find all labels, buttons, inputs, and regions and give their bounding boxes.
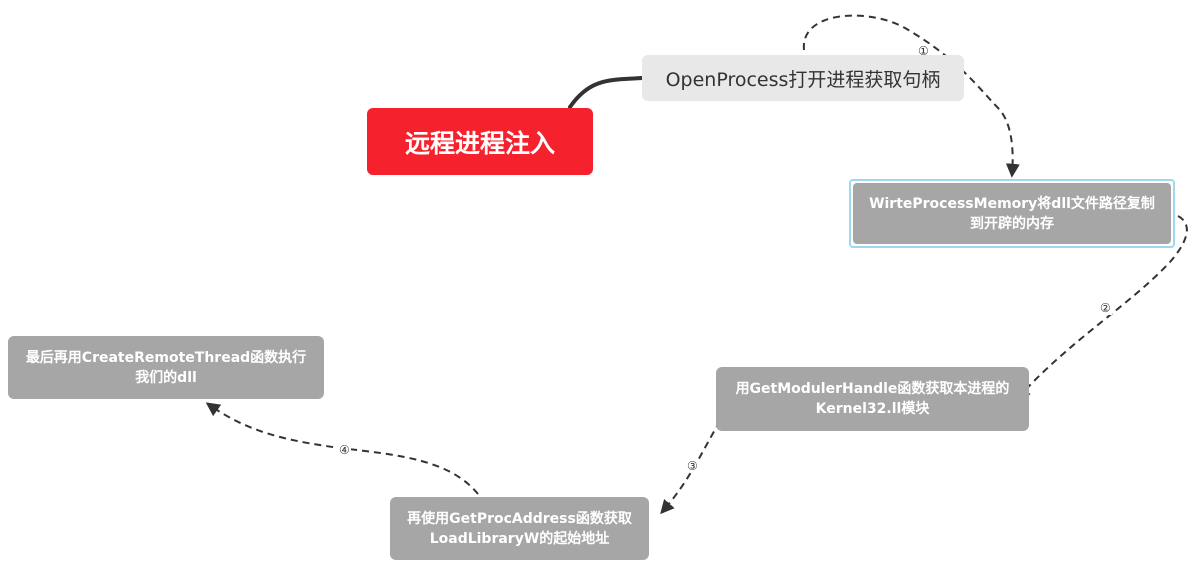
topic-write-memory-line2: 到开辟的内存 bbox=[969, 215, 1054, 232]
relationship-1-arrow bbox=[802, 14, 1020, 178]
relationship-marker-1: ① bbox=[917, 44, 930, 58]
relationship-2-arrow bbox=[1016, 215, 1188, 401]
topic-create-remote-thread[interactable]: 最后再用CreateRemoteThread函数执行 我们的dll bbox=[8, 336, 324, 399]
topic-write-memory-line1: WirteProcessMemory将dll文件路径复制 bbox=[869, 195, 1155, 212]
topic-create-remote-thread-line1: 最后再用CreateRemoteThread函数执行 bbox=[25, 349, 307, 366]
central-topic-label: 远程进程注入 bbox=[404, 128, 555, 158]
relationship-marker-2: ② bbox=[1099, 301, 1112, 315]
topic-get-proc-address-line2: LoadLibraryW的起始地址 bbox=[429, 530, 610, 547]
topic-get-module-handle-line2: Kernel32.ll模块 bbox=[815, 401, 930, 417]
topic-write-memory[interactable]: WirteProcessMemory将dll文件路径复制 到开辟的内存 bbox=[853, 183, 1171, 244]
central-topic[interactable]: 远程进程注入 bbox=[367, 108, 593, 175]
topic-write-memory-selection[interactable]: WirteProcessMemory将dll文件路径复制 到开辟的内存 bbox=[849, 179, 1175, 248]
topic-get-proc-address-line1: 再使用GetProcAddress函数获取 bbox=[407, 510, 632, 527]
topic-get-module-handle-line1: 用GetModulerHandle函数获取本进程的 bbox=[735, 381, 1010, 397]
topic-create-remote-thread-line2: 我们的dll bbox=[135, 369, 197, 386]
root-to-step1-connector bbox=[568, 76, 644, 109]
topic-get-proc-address[interactable]: 再使用GetProcAddress函数获取 LoadLibraryW的起始地址 bbox=[390, 497, 649, 560]
relationship-marker-3: ③ bbox=[686, 459, 699, 473]
topic-open-process-label: OpenProcess打开进程获取句柄 bbox=[665, 68, 941, 91]
topic-get-module-handle[interactable]: 用GetModulerHandle函数获取本进程的 Kernel32.ll模块 bbox=[716, 367, 1029, 431]
topic-open-process[interactable]: OpenProcess打开进程获取句柄 bbox=[642, 55, 964, 101]
relationship-marker-4: ④ bbox=[338, 443, 351, 457]
